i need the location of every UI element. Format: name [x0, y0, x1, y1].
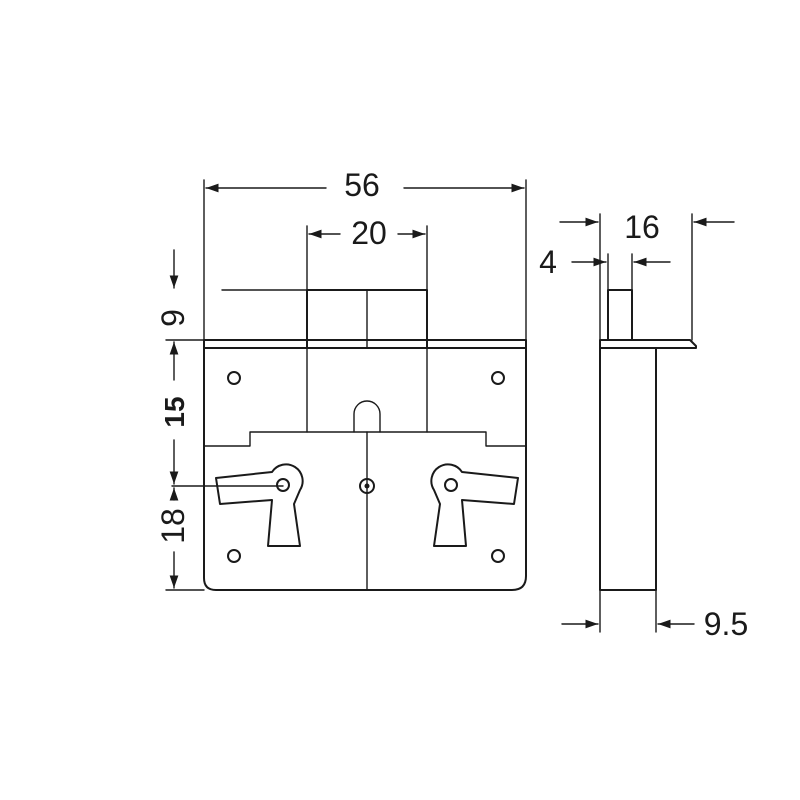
dim-label-16: 16	[624, 209, 660, 245]
side-forend	[599, 339, 697, 349]
dim-label-15: 15	[159, 396, 190, 427]
center-pin	[359, 478, 375, 494]
dim-label-56: 56	[344, 167, 380, 203]
bolt-notch	[353, 400, 381, 433]
front-dimensions: 56 20 9 15 18	[155, 167, 527, 591]
screw-hole-bottom-right	[491, 549, 505, 563]
keyhole-right	[430, 463, 519, 547]
dim-label-9: 9	[155, 309, 191, 327]
dim-label-4: 4	[539, 244, 557, 280]
dim-label-9-5: 9.5	[704, 606, 748, 642]
side-view	[599, 289, 697, 591]
dim-label-18: 18	[155, 508, 191, 544]
side-bolt	[607, 289, 633, 341]
screw-hole-top-left	[227, 371, 241, 385]
lock-body	[203, 347, 527, 591]
center-pin-dot	[364, 483, 370, 489]
forend-plate	[203, 339, 527, 349]
dim-label-20: 20	[351, 215, 387, 251]
screw-hole-top-right	[491, 371, 505, 385]
side-dimensions: 16 4 9.5	[539, 209, 748, 642]
body-step-line	[203, 431, 527, 447]
screw-hole-bottom-left	[227, 549, 241, 563]
side-body	[599, 347, 657, 591]
keyhole-left	[215, 463, 304, 547]
front-view	[171, 289, 527, 591]
